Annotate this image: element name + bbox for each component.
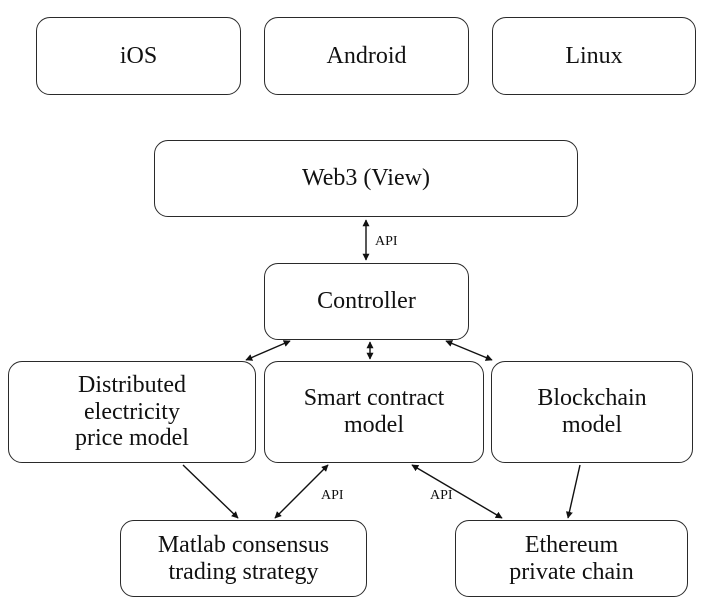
android-label: Android xyxy=(326,42,407,69)
blockchain-model-box: Blockchain model xyxy=(491,361,693,463)
ios-label: iOS xyxy=(119,42,158,69)
web3-view-box: Web3 (View) xyxy=(154,140,578,217)
blockchain-model-label: Blockchain model xyxy=(537,385,647,438)
controller-price-arrow xyxy=(245,340,291,361)
blockchain-ethereum-arrow xyxy=(565,464,581,519)
matlab-box: Matlab consensus trading strategy xyxy=(120,520,367,597)
price-matlab-arrow xyxy=(182,464,239,519)
matlab-label: Matlab consensus trading strategy xyxy=(157,531,330,585)
smart-matlab-arrow xyxy=(274,464,329,519)
smart-matlab-api-label: API xyxy=(321,488,344,503)
controller-box: Controller xyxy=(264,263,469,340)
ethereum-label: Ethereum private chain xyxy=(509,531,634,585)
smart-ethereum-arrow xyxy=(411,464,503,519)
price-model-label: Distributed electricity price model xyxy=(75,371,189,452)
controller-label: Controller xyxy=(317,288,416,315)
ethereum-box: Ethereum private chain xyxy=(455,520,688,597)
controller-blockchain-arrow xyxy=(445,340,493,361)
price-model-box: Distributed electricity price model xyxy=(8,361,256,463)
ios-box: iOS xyxy=(36,17,241,95)
web3-view-label: Web3 (View) xyxy=(302,165,430,192)
smart-contract-label: Smart contract model xyxy=(303,385,445,438)
linux-label: Linux xyxy=(565,42,623,69)
smart-contract-box: Smart contract model xyxy=(264,361,484,463)
android-box: Android xyxy=(264,17,469,95)
linux-box: Linux xyxy=(492,17,696,95)
smart-ethereum-api-label: API xyxy=(430,488,453,503)
view-controller-api-label: API xyxy=(375,234,398,249)
